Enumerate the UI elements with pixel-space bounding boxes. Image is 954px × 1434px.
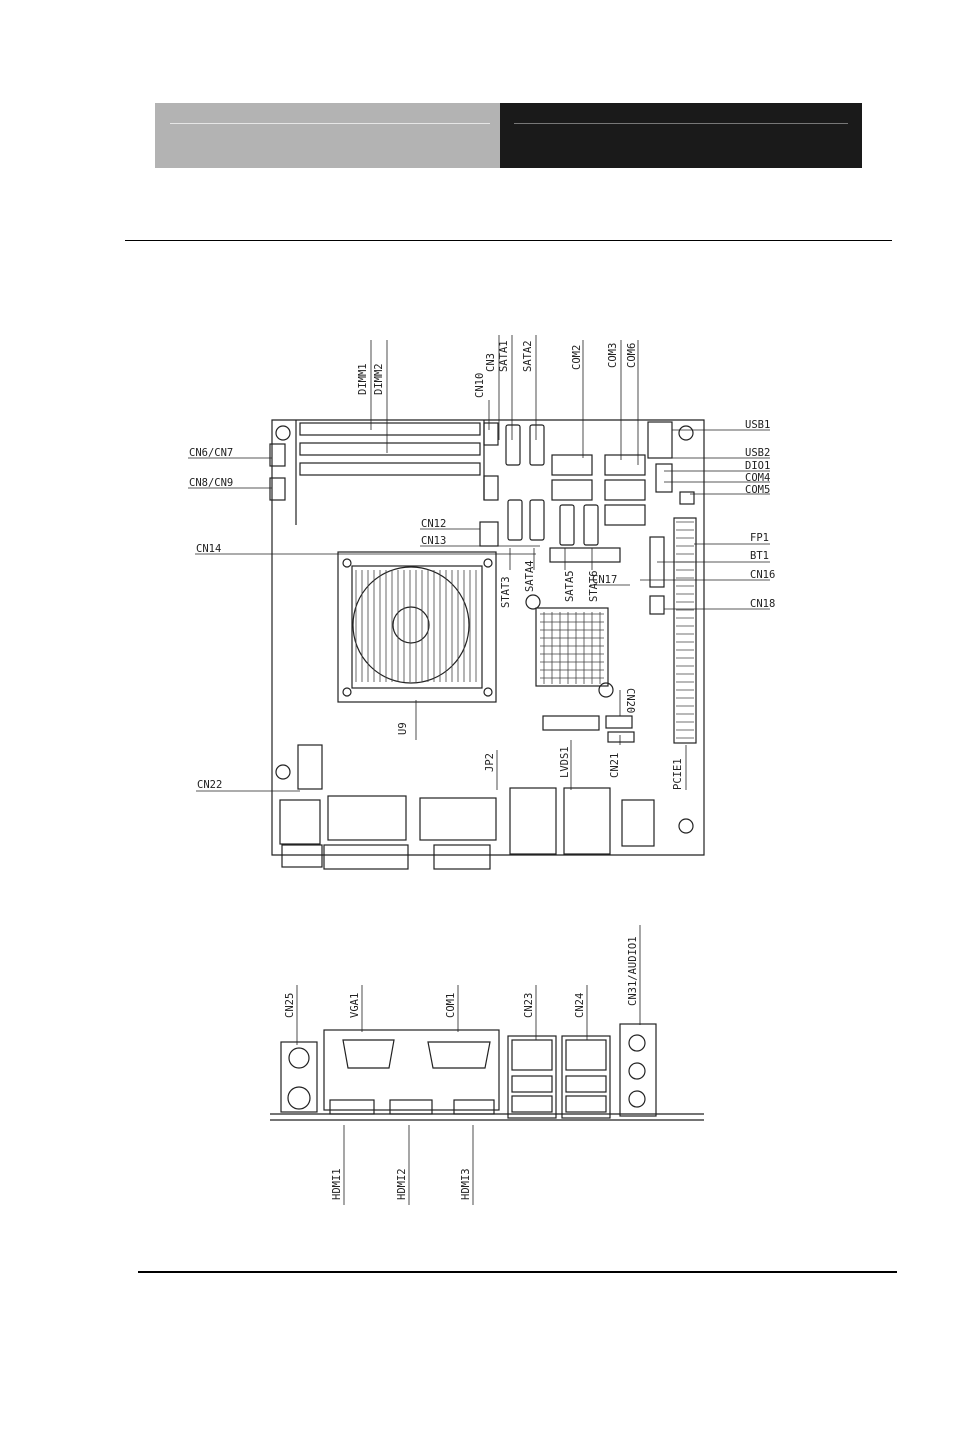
sata2 xyxy=(529,424,545,466)
label-sata2: SATA2 xyxy=(522,340,534,372)
dimm1-slot xyxy=(299,422,481,436)
label-hdmi2: HDMI2 xyxy=(396,1168,408,1200)
label-usb1: USB1 xyxy=(745,419,770,431)
sata1 xyxy=(505,424,521,466)
label-hdmi1: HDMI1 xyxy=(331,1168,343,1200)
label-cn13: CN13 xyxy=(421,535,446,547)
label-lvds1: LVDS1 xyxy=(559,746,571,778)
bottom-rule xyxy=(138,1271,897,1273)
label-com3: COM3 xyxy=(607,343,619,368)
top-rule xyxy=(125,240,892,241)
label-cn17: CN17 xyxy=(592,574,617,586)
label-cn18: CN18 xyxy=(750,598,775,610)
rear-audio xyxy=(619,1023,657,1117)
label-com2: COM2 xyxy=(571,345,583,370)
label-com1: COM1 xyxy=(445,993,457,1018)
label-u9: U9 xyxy=(397,722,409,735)
label-pcie1: PCIE1 xyxy=(672,758,684,790)
label-dimm1: DIMM1 xyxy=(357,363,369,395)
rear-vga-com xyxy=(323,1029,500,1111)
label-cn22: CN22 xyxy=(197,779,222,791)
label-cn6-cn7: CN6/CN7 xyxy=(189,447,233,459)
label-hdmi3: HDMI3 xyxy=(460,1168,472,1200)
label-vga1: VGA1 xyxy=(349,993,361,1018)
label-jp2: JP2 xyxy=(484,753,496,772)
label-dio1: DIO1 xyxy=(745,460,770,472)
dimm2-slot xyxy=(299,442,481,456)
label-cn14: CN14 xyxy=(196,543,221,555)
label-sata5: SATA5 xyxy=(564,570,576,602)
label-cn24: CN24 xyxy=(574,993,586,1018)
label-cn23: CN23 xyxy=(523,993,535,1018)
cpu-heatsink xyxy=(337,551,497,703)
label-cn3: CN3 xyxy=(485,353,497,372)
header-gray-bar xyxy=(155,103,500,168)
label-usb2: USB2 xyxy=(745,447,770,459)
header-dark-bar xyxy=(500,103,862,168)
board-outline xyxy=(271,419,705,856)
label-fp1: FP1 xyxy=(750,532,769,544)
rear-lan-usb-1 xyxy=(507,1035,557,1119)
rear-lan-usb-2 xyxy=(561,1035,611,1119)
label-cn25: CN25 xyxy=(284,993,296,1018)
label-bt1: BT1 xyxy=(750,550,769,562)
label-cn8-cn9: CN8/CN9 xyxy=(189,477,233,489)
label-com5: COM5 xyxy=(745,484,770,496)
label-cn16: CN16 xyxy=(750,569,775,581)
label-stat6: STAT6 xyxy=(588,570,600,602)
label-com6: COM6 xyxy=(626,343,638,368)
label-cn20: CN20 xyxy=(624,688,636,713)
label-com4: COM4 xyxy=(745,472,770,484)
label-dimm2: DIMM2 xyxy=(373,363,385,395)
label-cn12: CN12 xyxy=(421,518,446,530)
label-cn31-audio1: CN31/AUDIO1 xyxy=(627,936,639,1006)
label-sata1: SATA1 xyxy=(498,340,510,372)
label-cn21: CN21 xyxy=(609,753,621,778)
pcie-slot xyxy=(673,517,697,744)
label-cn10: CN10 xyxy=(474,373,486,398)
rear-ps2 xyxy=(280,1041,318,1113)
chipset xyxy=(535,607,609,687)
label-stat3: STAT3 xyxy=(500,576,512,608)
label-sata4: SATA4 xyxy=(524,560,536,592)
atx-power xyxy=(297,744,323,790)
